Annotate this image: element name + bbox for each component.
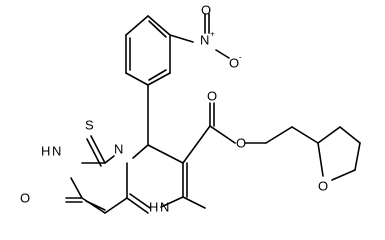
bond	[354, 142, 361, 171]
bond	[265, 126, 293, 144]
thf-oxygen-label: O	[318, 179, 328, 194]
bond	[125, 72, 149, 86]
amide-nh-h-label: H	[41, 144, 50, 159]
nitro-nitrogen-charge: +	[210, 30, 215, 39]
bond	[104, 197, 128, 214]
bond	[147, 15, 171, 36]
bond	[147, 144, 184, 164]
bond	[126, 197, 149, 214]
bond	[90, 135, 106, 164]
bond	[317, 126, 341, 144]
bond	[169, 34, 194, 43]
bond	[147, 72, 171, 86]
amide-nitrogen-label: N	[52, 144, 61, 159]
bond	[70, 177, 83, 199]
bond	[182, 196, 206, 209]
bond	[104, 155, 115, 164]
bond	[129, 193, 151, 209]
bond	[86, 138, 102, 167]
bond	[331, 169, 356, 181]
bond	[85, 200, 106, 211]
nitro-nitrogen-label: N	[200, 33, 209, 48]
bond	[209, 125, 236, 144]
bond	[182, 125, 211, 164]
nitro-oxygen-top-label: O	[201, 3, 211, 18]
bridgehead-nitrogen-label: N	[114, 142, 123, 157]
atom-labels: S H N N O H N N + O O - O O O	[20, 3, 328, 215]
bond	[148, 69, 167, 81]
nitro-oxygen-right-label: O	[229, 56, 239, 71]
bond	[125, 15, 149, 36]
ester-oxygen-label: O	[236, 136, 246, 151]
bond	[148, 20, 167, 38]
bond	[81, 197, 106, 214]
enamine-nh-h-label: H	[149, 200, 158, 215]
thione-sulfur-label: S	[85, 118, 94, 133]
ring-carbonyl-oxygen-label: O	[20, 191, 30, 206]
bond	[160, 196, 184, 208]
bond	[317, 142, 324, 177]
bond	[215, 49, 230, 59]
bond	[291, 126, 319, 144]
molecule-structure: S H N N O H N N + O O - O O O	[20, 3, 361, 215]
bond	[339, 126, 361, 144]
bonds	[65, 13, 361, 214]
enamine-nitrogen-label: N	[160, 200, 169, 215]
ester-carbonyl-oxygen-label: O	[207, 89, 217, 104]
nitro-oxygen-charge: -	[239, 53, 242, 62]
bond	[132, 144, 149, 159]
